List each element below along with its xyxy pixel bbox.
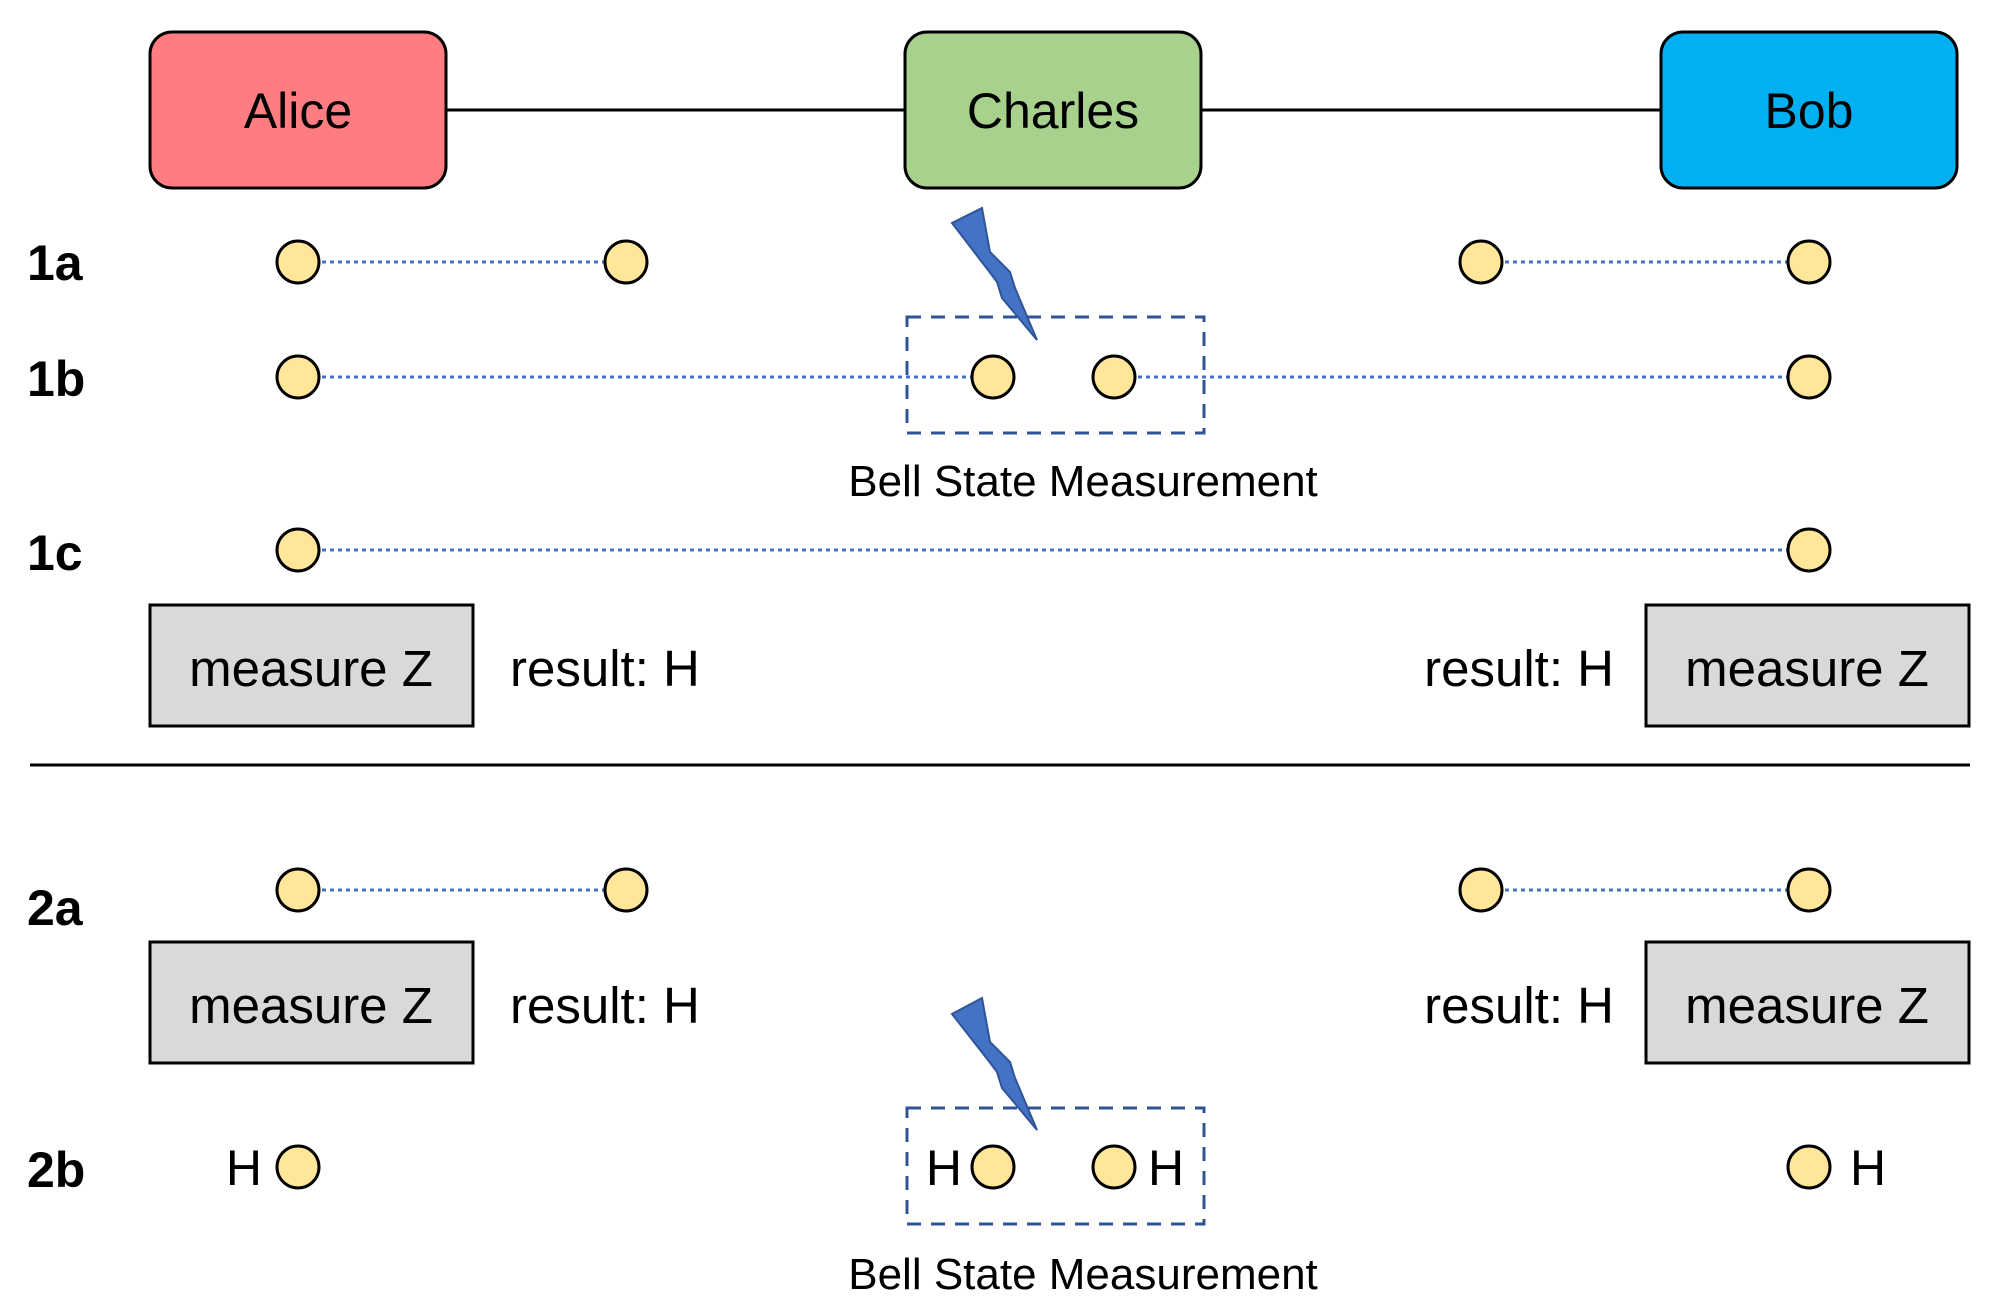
row-label-2b: 2b <box>27 1142 85 1198</box>
node-charles-box <box>903 30 1203 190</box>
measure-box-2-alice <box>148 940 475 1065</box>
qubit-tag-2b-charles-right: H <box>1148 1140 1184 1196</box>
node-bob: Bob <box>1659 30 1959 190</box>
node-bob-box <box>1659 30 1959 190</box>
qubit-1b-charles-right <box>1091 354 1137 400</box>
qubit-1a-alice-partner <box>603 239 649 285</box>
bsm-box-1 <box>905 315 1206 435</box>
result-label-2-bob: result: H <box>1424 977 1614 1034</box>
qubit-1a-bob <box>1786 239 1832 285</box>
measure-label-1-alice: measure Z <box>189 640 433 697</box>
qubit-tag-2b-bob: H <box>1850 1140 1886 1196</box>
result-label-2-alice: result: H <box>510 977 700 1034</box>
qubit-tag-2b-alice: H <box>226 1140 262 1196</box>
qubit-2a-bob-partner <box>1458 867 1504 913</box>
result-label-1-alice: result: H <box>510 640 700 697</box>
bsm-label-2: Bell State Measurement <box>848 1250 1318 1299</box>
qubit-1a-alice <box>275 239 321 285</box>
row-label-2a: 2a <box>27 880 84 936</box>
qubit-1a-bob-partner <box>1458 239 1504 285</box>
node-alice-box <box>148 30 448 190</box>
measure-box-1-alice <box>148 603 475 728</box>
measure-label-1-bob: measure Z <box>1685 640 1929 697</box>
qubit-1b-charles-left <box>970 354 1016 400</box>
qubit-2b-charles-right <box>1091 1144 1137 1190</box>
measure-label-2-alice: measure Z <box>189 977 433 1034</box>
result-label-1-bob: result: H <box>1424 640 1614 697</box>
node-alice-label: Alice <box>244 83 352 139</box>
qubit-2a-alice-partner <box>603 867 649 913</box>
measure-label-2-bob: measure Z <box>1685 977 1929 1034</box>
qubit-2b-alice <box>275 1144 321 1190</box>
qubit-1b-bob <box>1786 354 1832 400</box>
qubit-2b-bob <box>1786 1144 1832 1190</box>
qubit-2a-alice <box>275 867 321 913</box>
bsm-box-2 <box>905 1106 1206 1226</box>
qubit-1b-alice <box>275 354 321 400</box>
node-charles: Charles <box>903 30 1203 190</box>
qubit-2b-charles-left <box>970 1144 1016 1190</box>
row-label-1b: 1b <box>27 351 85 407</box>
lightning-bolt-icon <box>950 996 1038 1131</box>
row-label-1c: 1c <box>27 525 83 581</box>
node-charles-label: Charles <box>967 83 1139 139</box>
node-alice: Alice <box>148 30 448 190</box>
lightning-bolt-icon <box>950 206 1038 341</box>
bsm-label-1: Bell State Measurement <box>848 457 1318 506</box>
measure-box-1-bob <box>1644 603 1971 728</box>
measure-box-2-bob <box>1644 940 1971 1065</box>
row-label-1a: 1a <box>27 235 84 291</box>
qubit-tag-2b-charles-left: H <box>926 1140 962 1196</box>
qubit-1c-bob <box>1786 527 1832 573</box>
qubit-2a-bob <box>1786 867 1832 913</box>
qubit-1c-alice <box>275 527 321 573</box>
node-bob-label: Bob <box>1765 83 1854 139</box>
